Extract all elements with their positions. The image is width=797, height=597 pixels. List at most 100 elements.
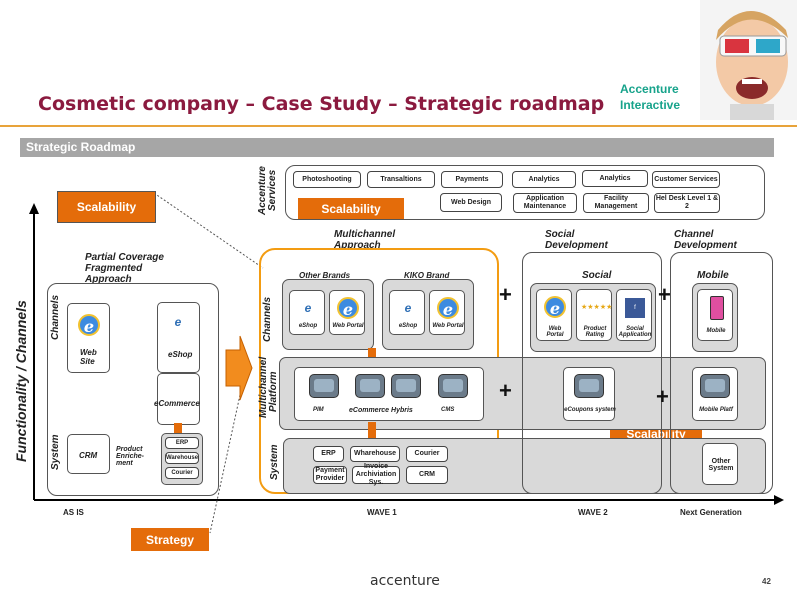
accenture-logo: accenture	[370, 573, 440, 589]
header-rule	[0, 125, 797, 127]
ecoupons-box: eCoupons system	[563, 367, 616, 421]
kiko-brand-panel: e eShop e Web Portal	[382, 279, 474, 350]
big-arrow-icon	[225, 335, 253, 401]
service-analytics-1: Analytics	[512, 171, 576, 188]
plus-icon: +	[658, 282, 671, 307]
ie-icon: e	[544, 296, 566, 318]
ecommerce-hybris-label: eCommerce Hybris	[349, 407, 413, 414]
star-rating-icon: ★★★★★	[581, 304, 613, 311]
eshop-icon: e	[404, 301, 412, 315]
ie-icon: e	[78, 314, 100, 336]
pim-label: PIM	[313, 407, 324, 413]
mobile-panel: Mobile	[692, 283, 738, 352]
mobile-platf-label: Mobile Platf	[699, 407, 733, 413]
wave1-system-label: System	[269, 444, 280, 480]
asis-eshop-label: eShop	[168, 350, 193, 359]
asis-link-arrow	[174, 423, 182, 437]
ie-icon: e	[437, 297, 459, 319]
wave1-arrow-2	[368, 422, 376, 438]
kiko-brand-label: KIKO Brand	[404, 271, 450, 280]
service-facility-management: Facility Management	[583, 193, 649, 213]
mobile-platf-box: Mobile Platf	[692, 367, 738, 421]
service-payments: Payments	[441, 171, 503, 188]
pim-engine-icon	[309, 374, 339, 398]
asis-eshop-box: e eShop	[157, 302, 200, 373]
hybris-engine-icon-2	[391, 374, 421, 398]
plus-icon: +	[499, 282, 512, 307]
phone-icon	[710, 296, 724, 320]
mobile-engine-icon	[700, 374, 730, 398]
eshop-icon: e	[174, 315, 182, 329]
asis-title: Partial Coverage Fragmented Approach	[85, 252, 164, 285]
page-title: Cosmetic company – Case Study – Strategi…	[38, 93, 605, 115]
sys-payment-provider: Payment Provider	[313, 466, 347, 484]
mobile-item: Mobile	[697, 289, 733, 341]
asis-warehouse: Warehouse	[165, 452, 199, 464]
service-customer-services: Customer Services	[652, 171, 720, 188]
service-analytics-2: Analytics	[582, 170, 648, 187]
x-label-wave2: WAVE 2	[578, 508, 608, 517]
asis-title-2: Fragmented	[85, 263, 143, 274]
brand-label: Accenture Interactive	[620, 81, 680, 113]
kiko-web-portal: e Web Portal	[429, 290, 465, 335]
service-help-desk: Hel Desk Level 1 & 2	[654, 193, 720, 213]
asis-title-1: Partial Coverage	[85, 252, 164, 263]
x-label-wave1: WAVE 1	[367, 508, 397, 517]
scalability-callout-2: Scalability	[298, 198, 404, 219]
wave1-platform-box: PIM eCommerce Hybris CMS	[294, 367, 484, 421]
ecoupons-engine-icon	[574, 374, 604, 398]
service-app-maintenance: Application Maintenance	[513, 193, 577, 213]
cms-label: CMS	[441, 407, 455, 413]
x-label-asis: AS IS	[63, 508, 84, 517]
x-label-nextgen: Next Generation	[680, 508, 742, 517]
service-translations: Transaltions	[367, 171, 435, 188]
y-axis-label: Functionality / Channels	[13, 300, 29, 462]
kid-3d-glasses-photo	[700, 0, 797, 120]
wave1-arrow-1	[368, 348, 376, 362]
other-brands-label: Other Brands	[299, 271, 351, 280]
asis-title-3: Approach	[85, 274, 132, 285]
asis-crm-box: CRM	[67, 434, 110, 474]
brand-line-2: Interactive	[620, 98, 681, 112]
social-label: Social	[582, 270, 612, 281]
asis-channels-label: Channels	[50, 294, 61, 340]
brand-line-1: Accenture	[620, 82, 679, 96]
sys-wharehouse: Wharehouse	[350, 446, 400, 462]
service-web-design: Web Design	[440, 193, 502, 212]
asis-erp-stack: ERP Warehouse Courier	[161, 433, 203, 485]
scalability-callout-1: Scalability	[57, 191, 156, 223]
hybris-engine-icon-1	[355, 374, 385, 398]
ecoupons-label: eCoupons system	[564, 407, 616, 413]
wave2-outline	[522, 252, 662, 494]
asis-courier: Courier	[165, 467, 199, 479]
services-label-2: Services	[267, 169, 278, 211]
ie-icon: e	[337, 297, 359, 319]
section-banner: Strategic Roadmap	[20, 138, 774, 157]
asis-crm-label: CRM	[79, 451, 98, 460]
platform-label-2: Platform	[268, 371, 279, 412]
asis-ecommerce-label: eCommerce	[154, 399, 200, 408]
kiko-eshop: e eShop	[389, 290, 425, 335]
asis-system-label: System	[50, 434, 61, 470]
sys-crm: CRM	[406, 466, 448, 484]
service-photoshooting: Photoshooting	[293, 171, 361, 188]
mobile-heading: Mobile	[697, 270, 729, 281]
sys-invoice: Invoice Archiviation Sys.	[352, 463, 400, 486]
asis-ecommerce-box: eCommerce	[154, 373, 200, 425]
wave1-channels-label: Channels	[262, 296, 273, 342]
plus-icon: +	[499, 378, 512, 403]
cms-engine-icon	[438, 374, 468, 398]
page-number: 42	[762, 577, 771, 586]
